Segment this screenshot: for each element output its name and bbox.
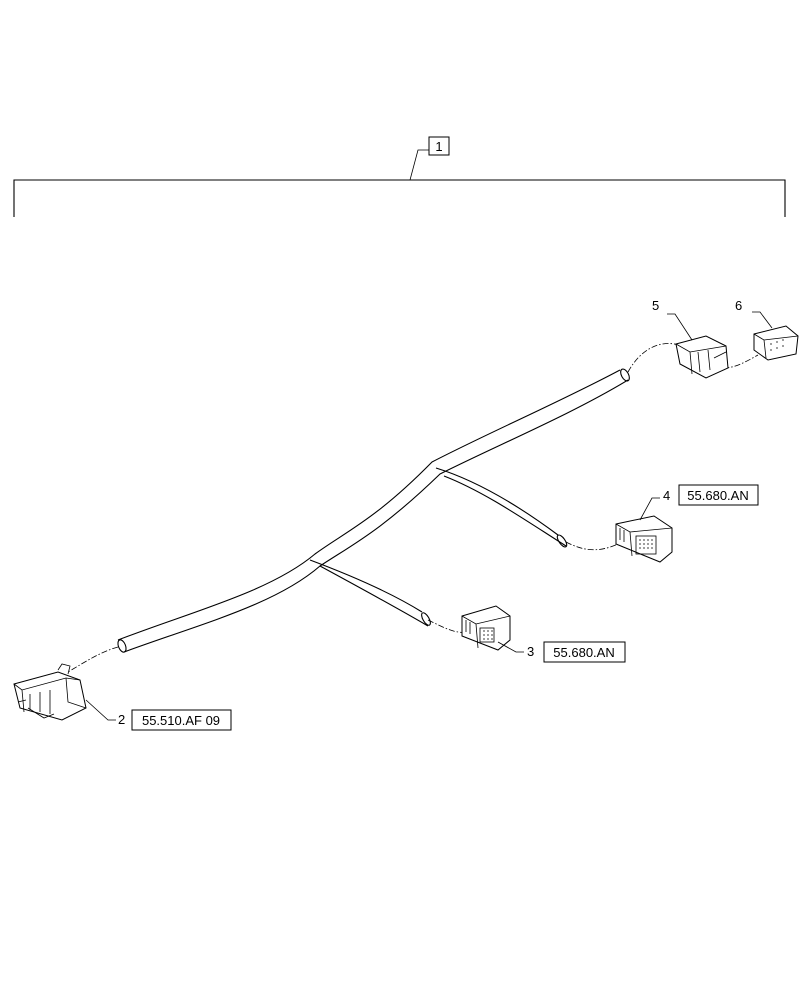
- harness-trunk: [117, 368, 630, 653]
- item-number-5: 5: [652, 298, 659, 313]
- connector-3-icon[interactable]: [461, 605, 511, 651]
- item-number-6: 6: [735, 298, 742, 313]
- callout-item-4: 4 55.680.AN: [639, 484, 759, 521]
- assembly-bracket: [13, 149, 786, 217]
- harness-branch-3: [309, 559, 431, 627]
- callout-item-6: 6: [735, 298, 773, 329]
- item-number-3: 3: [527, 644, 534, 659]
- reference-code-3[interactable]: 55.680.AN: [553, 645, 614, 660]
- callout-item-1: 1: [428, 136, 450, 156]
- reference-code-4[interactable]: 55.680.AN: [687, 488, 748, 503]
- connector-5-icon[interactable]: [675, 335, 729, 379]
- callout-item-3: 3 55.680.AN: [497, 641, 626, 663]
- reference-code-2[interactable]: 55.510.AF 09: [142, 713, 220, 728]
- item-number-1: 1: [435, 139, 442, 154]
- connector-leads: [67, 343, 759, 673]
- item-number-2: 2: [118, 712, 125, 727]
- item-number-4: 4: [663, 488, 670, 503]
- harness-branch-4: [435, 467, 568, 548]
- connector-4-icon[interactable]: [615, 515, 673, 563]
- connector-2-icon[interactable]: [13, 663, 87, 721]
- callout-item-5: 5: [652, 298, 693, 341]
- callout-item-2: 2 55.510.AF 09: [85, 699, 232, 731]
- connector-6-icon[interactable]: [753, 325, 799, 361]
